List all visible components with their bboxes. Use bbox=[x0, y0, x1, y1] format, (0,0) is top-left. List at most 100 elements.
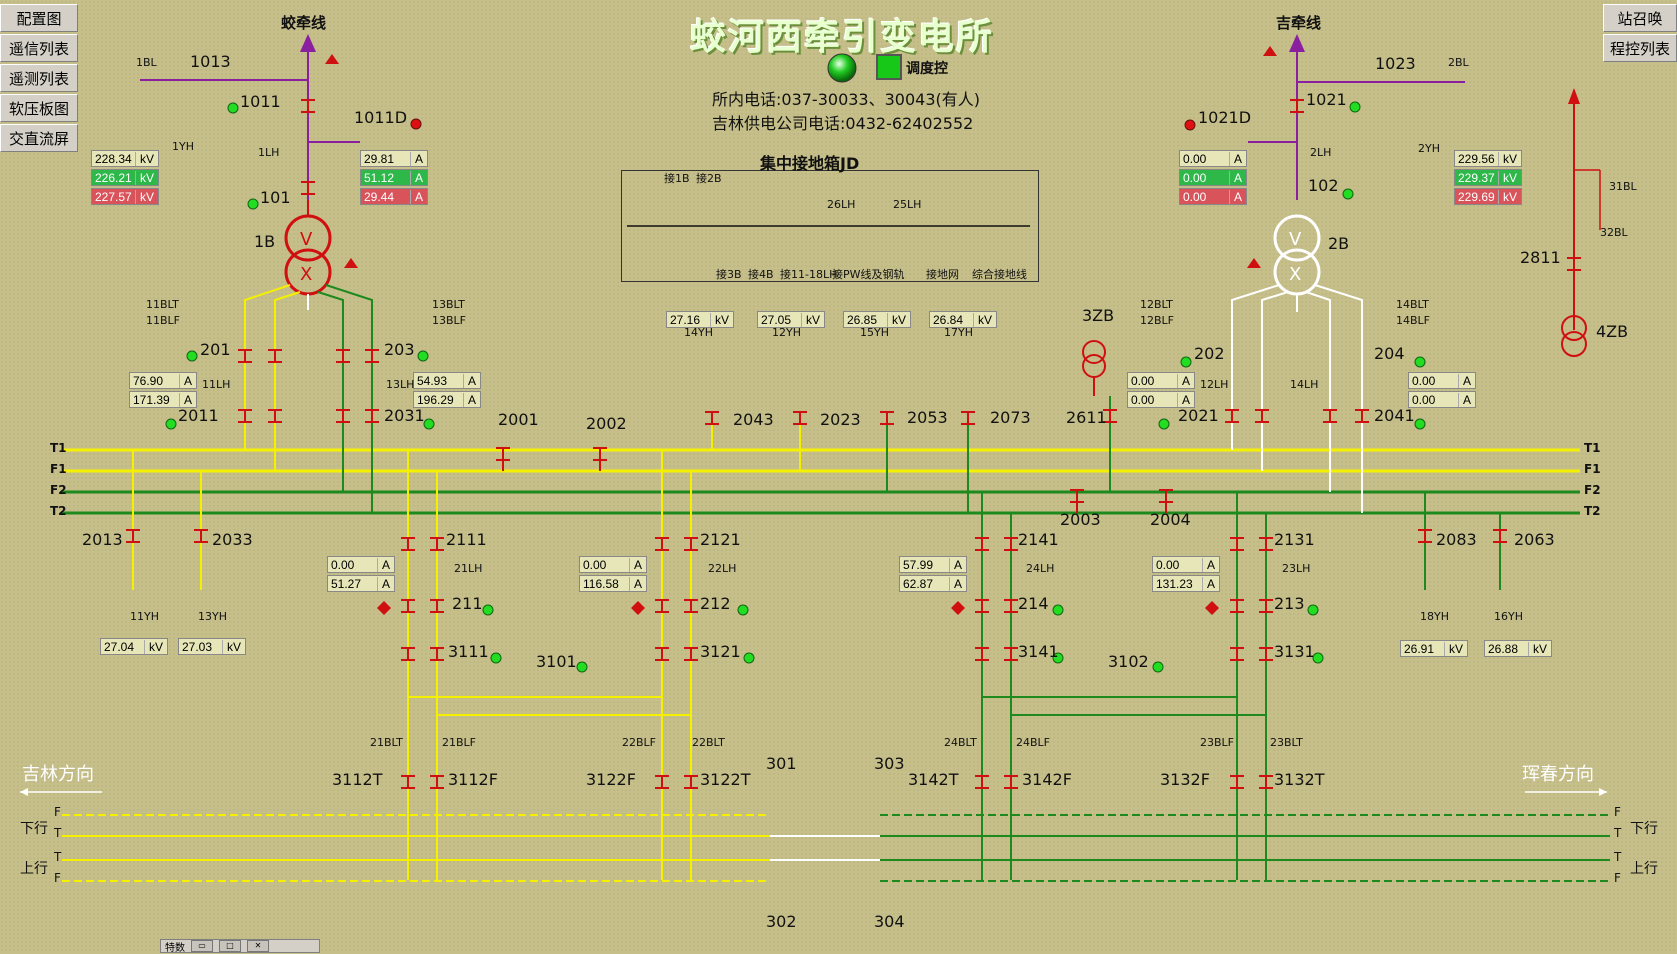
breaker-3132f[interactable] bbox=[1230, 775, 1244, 789]
alarm-diamond-icon bbox=[377, 601, 391, 615]
breaker-213b[interactable] bbox=[1259, 599, 1273, 613]
breaker-3112f[interactable] bbox=[430, 775, 444, 789]
breaker-3131b[interactable] bbox=[1259, 647, 1273, 661]
breaker-2002[interactable] bbox=[593, 447, 607, 461]
breaker-214a[interactable] bbox=[975, 599, 989, 613]
breaker-3141b[interactable] bbox=[1004, 647, 1018, 661]
breaker-3121a[interactable] bbox=[655, 647, 669, 661]
alarm-diamond-icon bbox=[1205, 601, 1219, 615]
control-mode-button[interactable] bbox=[876, 54, 902, 80]
nav-soft-plate[interactable]: 软压板图 bbox=[0, 94, 78, 122]
nav-station-call[interactable]: 站召唤 bbox=[1603, 4, 1677, 32]
measure-unit: kV bbox=[1498, 189, 1521, 204]
breaker-2021b[interactable] bbox=[1255, 409, 1269, 423]
nav-program-list[interactable]: 程控列表 bbox=[1603, 34, 1677, 62]
breaker-2021a[interactable] bbox=[1225, 409, 1239, 423]
breaker-2001[interactable] bbox=[496, 447, 510, 461]
label-213: 213 bbox=[1274, 594, 1305, 613]
breaker-2141b[interactable] bbox=[1004, 537, 1018, 551]
transformer-2b-primary[interactable] bbox=[1273, 214, 1321, 262]
breaker-2111b[interactable] bbox=[430, 537, 444, 551]
breaker-2011a[interactable] bbox=[238, 409, 252, 423]
label-2053: 2053 bbox=[907, 408, 948, 427]
breaker-2111a[interactable] bbox=[401, 537, 415, 551]
breaker-2033[interactable] bbox=[194, 529, 208, 543]
nav-acdc-panel[interactable]: 交直流屏 bbox=[0, 124, 78, 152]
maximize-icon[interactable]: □ bbox=[219, 940, 241, 952]
breaker-3112t[interactable] bbox=[401, 775, 415, 789]
measure-value: 27.04 bbox=[104, 639, 135, 654]
breaker-3122f[interactable] bbox=[655, 775, 669, 789]
measure-unit: A bbox=[410, 151, 427, 166]
breaker-3142t[interactable] bbox=[975, 775, 989, 789]
label-2811: 2811 bbox=[1520, 248, 1561, 267]
breaker-2011b[interactable] bbox=[268, 409, 282, 423]
breaker-2063[interactable] bbox=[1493, 529, 1507, 543]
label-12blf: 12BLF bbox=[1140, 314, 1174, 327]
breaker-2003[interactable] bbox=[1070, 489, 1084, 503]
label-4zb: 4ZB bbox=[1596, 322, 1629, 341]
label-13blt: 13BLT bbox=[432, 298, 465, 311]
measure-value: 171.39 bbox=[133, 392, 170, 407]
nav-config-diagram[interactable]: 配置图 bbox=[0, 4, 78, 32]
breaker-2811[interactable] bbox=[1567, 257, 1581, 271]
nav-measure-list[interactable]: 遥测列表 bbox=[0, 64, 78, 92]
breaker-2041a[interactable] bbox=[1323, 409, 1337, 423]
breaker-2121b[interactable] bbox=[684, 537, 698, 551]
breaker-2013[interactable] bbox=[126, 529, 140, 543]
breaker-2083[interactable] bbox=[1418, 529, 1432, 543]
transformer-1b-primary[interactable] bbox=[284, 214, 332, 262]
label-3122t: 3122T bbox=[700, 770, 751, 789]
breaker-1011[interactable] bbox=[301, 99, 315, 113]
breaker-3121b[interactable] bbox=[684, 647, 698, 661]
breaker-212b[interactable] bbox=[684, 599, 698, 613]
breaker-211a[interactable] bbox=[401, 599, 415, 613]
breaker-3131a[interactable] bbox=[1230, 647, 1244, 661]
measure-value: 26.91 bbox=[1404, 641, 1435, 656]
breaker-3111b[interactable] bbox=[430, 647, 444, 661]
breaker-2131a[interactable] bbox=[1230, 537, 1244, 551]
breaker-201a[interactable] bbox=[238, 349, 252, 363]
close-icon[interactable]: ✕ bbox=[247, 940, 269, 952]
breaker-1021[interactable] bbox=[1290, 99, 1304, 113]
breaker-2611[interactable] bbox=[1103, 409, 1117, 423]
breaker-3122t[interactable] bbox=[684, 775, 698, 789]
restore-icon[interactable]: ▭ bbox=[191, 940, 213, 952]
minimized-window[interactable]: 特数 ▭ □ ✕ bbox=[160, 939, 320, 954]
measure-unit: kV bbox=[1498, 151, 1521, 166]
breaker-2073[interactable] bbox=[961, 411, 975, 425]
breaker-2004[interactable] bbox=[1159, 489, 1173, 503]
breaker-2131b[interactable] bbox=[1259, 537, 1273, 551]
breaker-3142f[interactable] bbox=[1004, 775, 1018, 789]
nav-signal-list[interactable]: 遥信列表 bbox=[0, 34, 78, 62]
breaker-203a[interactable] bbox=[336, 349, 350, 363]
label-17yh: 17YH bbox=[944, 326, 973, 339]
breaker-101[interactable] bbox=[301, 181, 315, 195]
breaker-2043[interactable] bbox=[705, 411, 719, 425]
breaker-3132t[interactable] bbox=[1259, 775, 1273, 789]
label-2611: 2611 bbox=[1066, 408, 1107, 427]
breaker-201b[interactable] bbox=[268, 349, 282, 363]
label-14blf: 14BLF bbox=[1396, 314, 1430, 327]
breaker-2053[interactable] bbox=[880, 411, 894, 425]
breaker-3111a[interactable] bbox=[401, 647, 415, 661]
breaker-213a[interactable] bbox=[1230, 599, 1244, 613]
breaker-3141a[interactable] bbox=[975, 647, 989, 661]
breaker-2023[interactable] bbox=[793, 411, 807, 425]
breaker-212a[interactable] bbox=[655, 599, 669, 613]
breaker-2031a[interactable] bbox=[336, 409, 350, 423]
breaker-2121a[interactable] bbox=[655, 537, 669, 551]
breaker-214b[interactable] bbox=[1004, 599, 1018, 613]
breaker-2141a[interactable] bbox=[975, 537, 989, 551]
label-1011: 1011 bbox=[240, 92, 281, 111]
breaker-211b[interactable] bbox=[430, 599, 444, 613]
breaker-2041b[interactable] bbox=[1355, 409, 1369, 423]
measure-unit: kV bbox=[144, 639, 167, 654]
breaker-203b[interactable] bbox=[365, 349, 379, 363]
breaker-2031b[interactable] bbox=[365, 409, 379, 423]
